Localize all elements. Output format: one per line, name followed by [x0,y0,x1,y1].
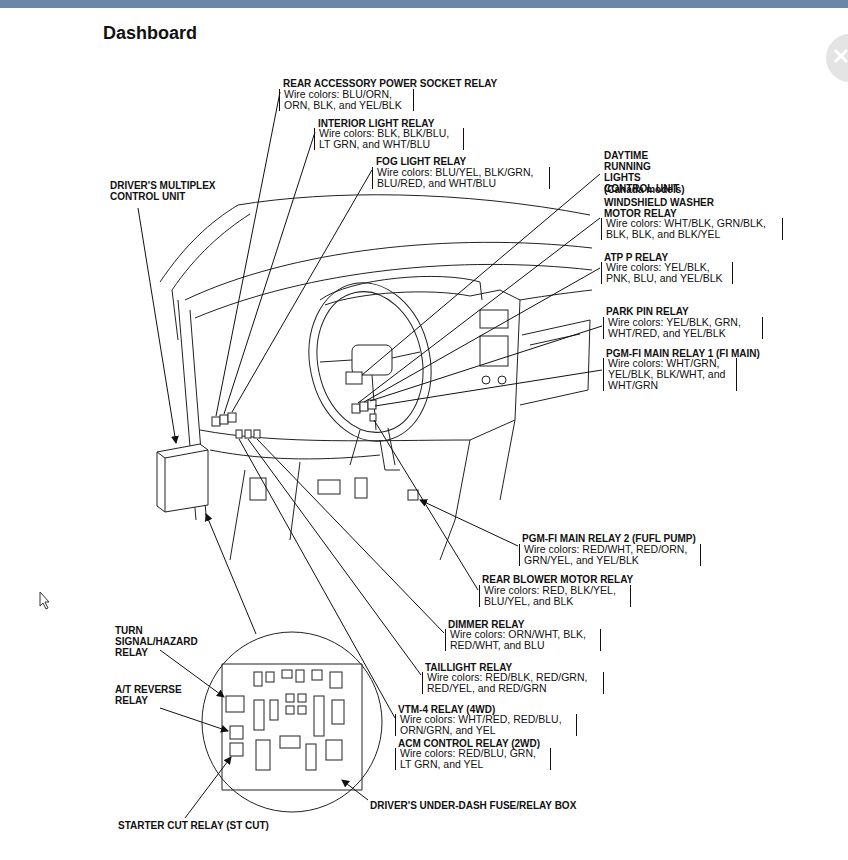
wire-colors: Wire colors: YEL/BLK, PNK, BLU, and YEL/… [601,262,733,284]
part-name: WINDSHIELD WASHER MOTOR RELAY [604,197,724,219]
wire-colors: Wire colors: RED/BLK, RED/GRN, RED/YEL, … [422,672,604,694]
wire-colors: Wire colors: BLU/YEL, BLK/GRN, BLU/RED, … [372,167,550,189]
part-name: A/T REVERSE RELAY [115,684,195,706]
part-name: DRIVER'S UNDER-DASH FUSE/RELAY BOX [370,800,670,811]
wire-colors: Wire colors: YEL/BLK, GRN, WHT/RED, and … [603,317,763,339]
wire-colors: Wire colors: ORN/WHT, BLK, RED/WHT, and … [445,629,601,651]
page-title: Dashboard [103,23,197,43]
wire-colors: Wire colors: RED, BLK/YEL, BLU/YEL, and … [479,585,631,607]
part-name: (Canada models) [604,184,724,195]
wire-colors: Wire colors: BLK, BLK/BLU, LT GRN, and W… [314,128,464,150]
part-name: REAR ACCESSORY POWER SOCKET RELAY [283,78,523,89]
wire-colors: Wire colors: BLU/ORN, ORN, BLK, and YEL/… [279,89,414,111]
wire-colors: Wire colors: RED/WHT, RED/ORN, GRN/YEL, … [519,544,701,566]
mouse-cursor [40,592,49,609]
window-bar [0,0,848,8]
part-name: TURN SIGNAL/HAZARD RELAY [115,625,215,658]
part-name: PGM-FI MAIN RELAY 2 (FUFL PUMP) [522,533,762,544]
wire-colors: Wire colors: WHT/BLK, GRN/BLK, BLK, BLK,… [601,218,783,240]
part-name: REAR BLOWER MOTOR RELAY [482,574,682,585]
part-name: PARK PIN RELAY [606,306,746,317]
close-button [826,34,848,82]
part-name: STARTER CUT RELAY (ST CUT) [118,820,358,831]
wire-colors: Wire colors: WHT/RED, RED/BLU, ORN/GRN, … [395,714,577,736]
car-interior [157,195,592,812]
part-name: DRIVER'S MULTIPLEX CONTROL UNIT [110,180,222,202]
wire-colors: Wire colors: RED/BLU, GRN, LT GRN, and Y… [395,748,551,770]
wire-colors: Wire colors: WHT/GRN, YEL/BLK, BLK/WHT, … [603,358,737,391]
leader-lines [138,92,602,818]
part-name: FOG LIGHT RELAY [376,156,576,167]
